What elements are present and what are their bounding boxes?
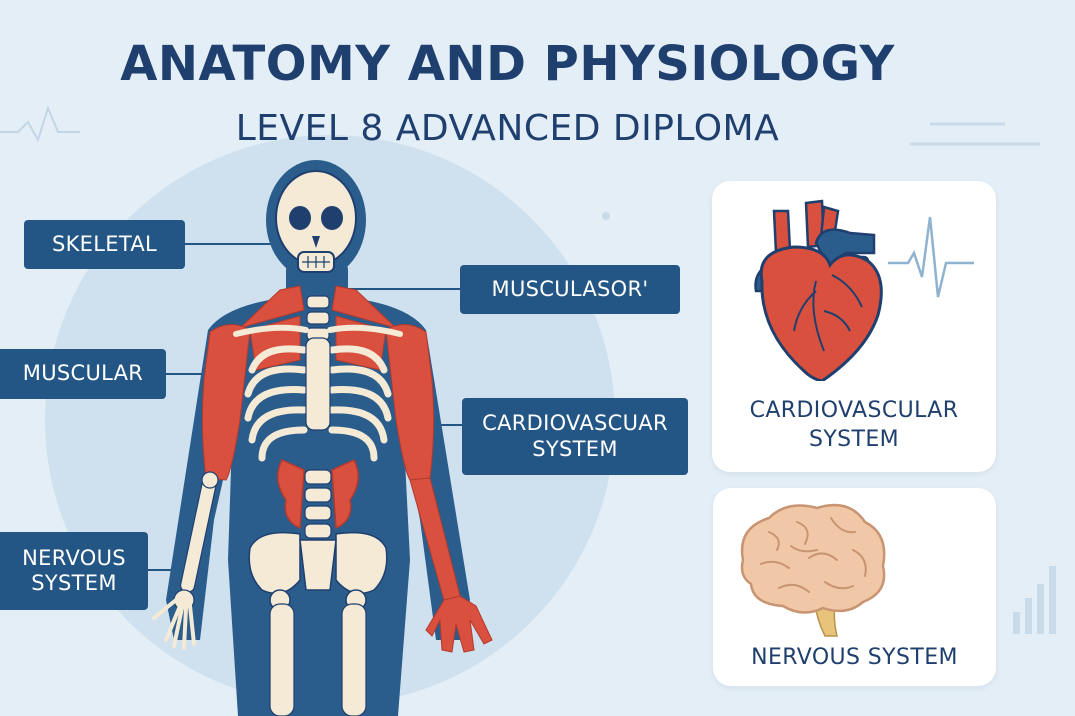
bar-decoration <box>1037 584 1044 634</box>
pulse-line-decoration <box>0 105 80 143</box>
spine <box>304 295 332 539</box>
heart-icon <box>754 199 974 381</box>
label-muscular: MUSCULAR <box>0 349 166 399</box>
label-musculasor: MUSCULASOR' <box>460 265 680 314</box>
intestines <box>277 459 359 530</box>
label-cardiovascular-line2: SYSTEM <box>532 436 618 461</box>
femurs <box>269 603 367 716</box>
skull-features <box>289 206 343 248</box>
cardiovascular-card-label: CARDIOVASCULAR SYSTEM <box>712 397 996 454</box>
right-arm-muscle <box>385 324 435 481</box>
left-arm-muscle <box>201 324 251 481</box>
label-nervous-system: NERVOUS SYSTEM <box>0 532 148 610</box>
trapezius <box>239 285 305 329</box>
bar-decoration <box>1049 566 1056 634</box>
label-nervous-line1: NERVOUS <box>22 545 126 570</box>
rib-cage <box>244 345 392 462</box>
label-musculasor-text: MUSCULASOR' <box>491 276 649 301</box>
label-skeletal: SKELETAL <box>24 220 185 269</box>
label-muscular-text: MUSCULAR <box>22 361 144 386</box>
label-nervous-line2: SYSTEM <box>31 571 117 595</box>
bar-decoration <box>1013 612 1020 634</box>
cardiovascular-card-line2: SYSTEM <box>808 426 900 452</box>
clavicles <box>233 324 403 337</box>
page-title: ANATOMY AND PHYSIOLOGY <box>120 36 895 92</box>
page-subtitle: LEVEL 8 ADVANCED DIPLOMA <box>235 108 780 149</box>
nervous-system-card-label: NERVOUS SYSTEM <box>751 645 958 670</box>
label-skeletal-text: SKELETAL <box>51 231 157 256</box>
right-hand <box>425 595 493 653</box>
cardiovascular-card-line1: CARDIOVASCULAR <box>749 398 959 423</box>
bar-decoration <box>1025 598 1032 634</box>
cardiovascular-card: CARDIOVASCULAR SYSTEM <box>712 181 996 472</box>
sternum <box>305 337 331 431</box>
label-cardiovascular: CARDIOVASCUAR SYSTEM <box>462 398 688 475</box>
decor-dot <box>602 212 610 220</box>
pelvis <box>248 531 388 611</box>
brain-icon <box>740 503 886 637</box>
trapezius <box>331 285 397 329</box>
pulse-line <box>888 216 974 298</box>
label-cardiovascular-line1: CARDIOVASCUAR <box>482 411 668 436</box>
left-arm-bones <box>173 471 219 611</box>
nervous-system-card: NERVOUS SYSTEM <box>713 488 996 686</box>
left-hand-bones <box>152 598 196 650</box>
teeth <box>302 256 330 268</box>
